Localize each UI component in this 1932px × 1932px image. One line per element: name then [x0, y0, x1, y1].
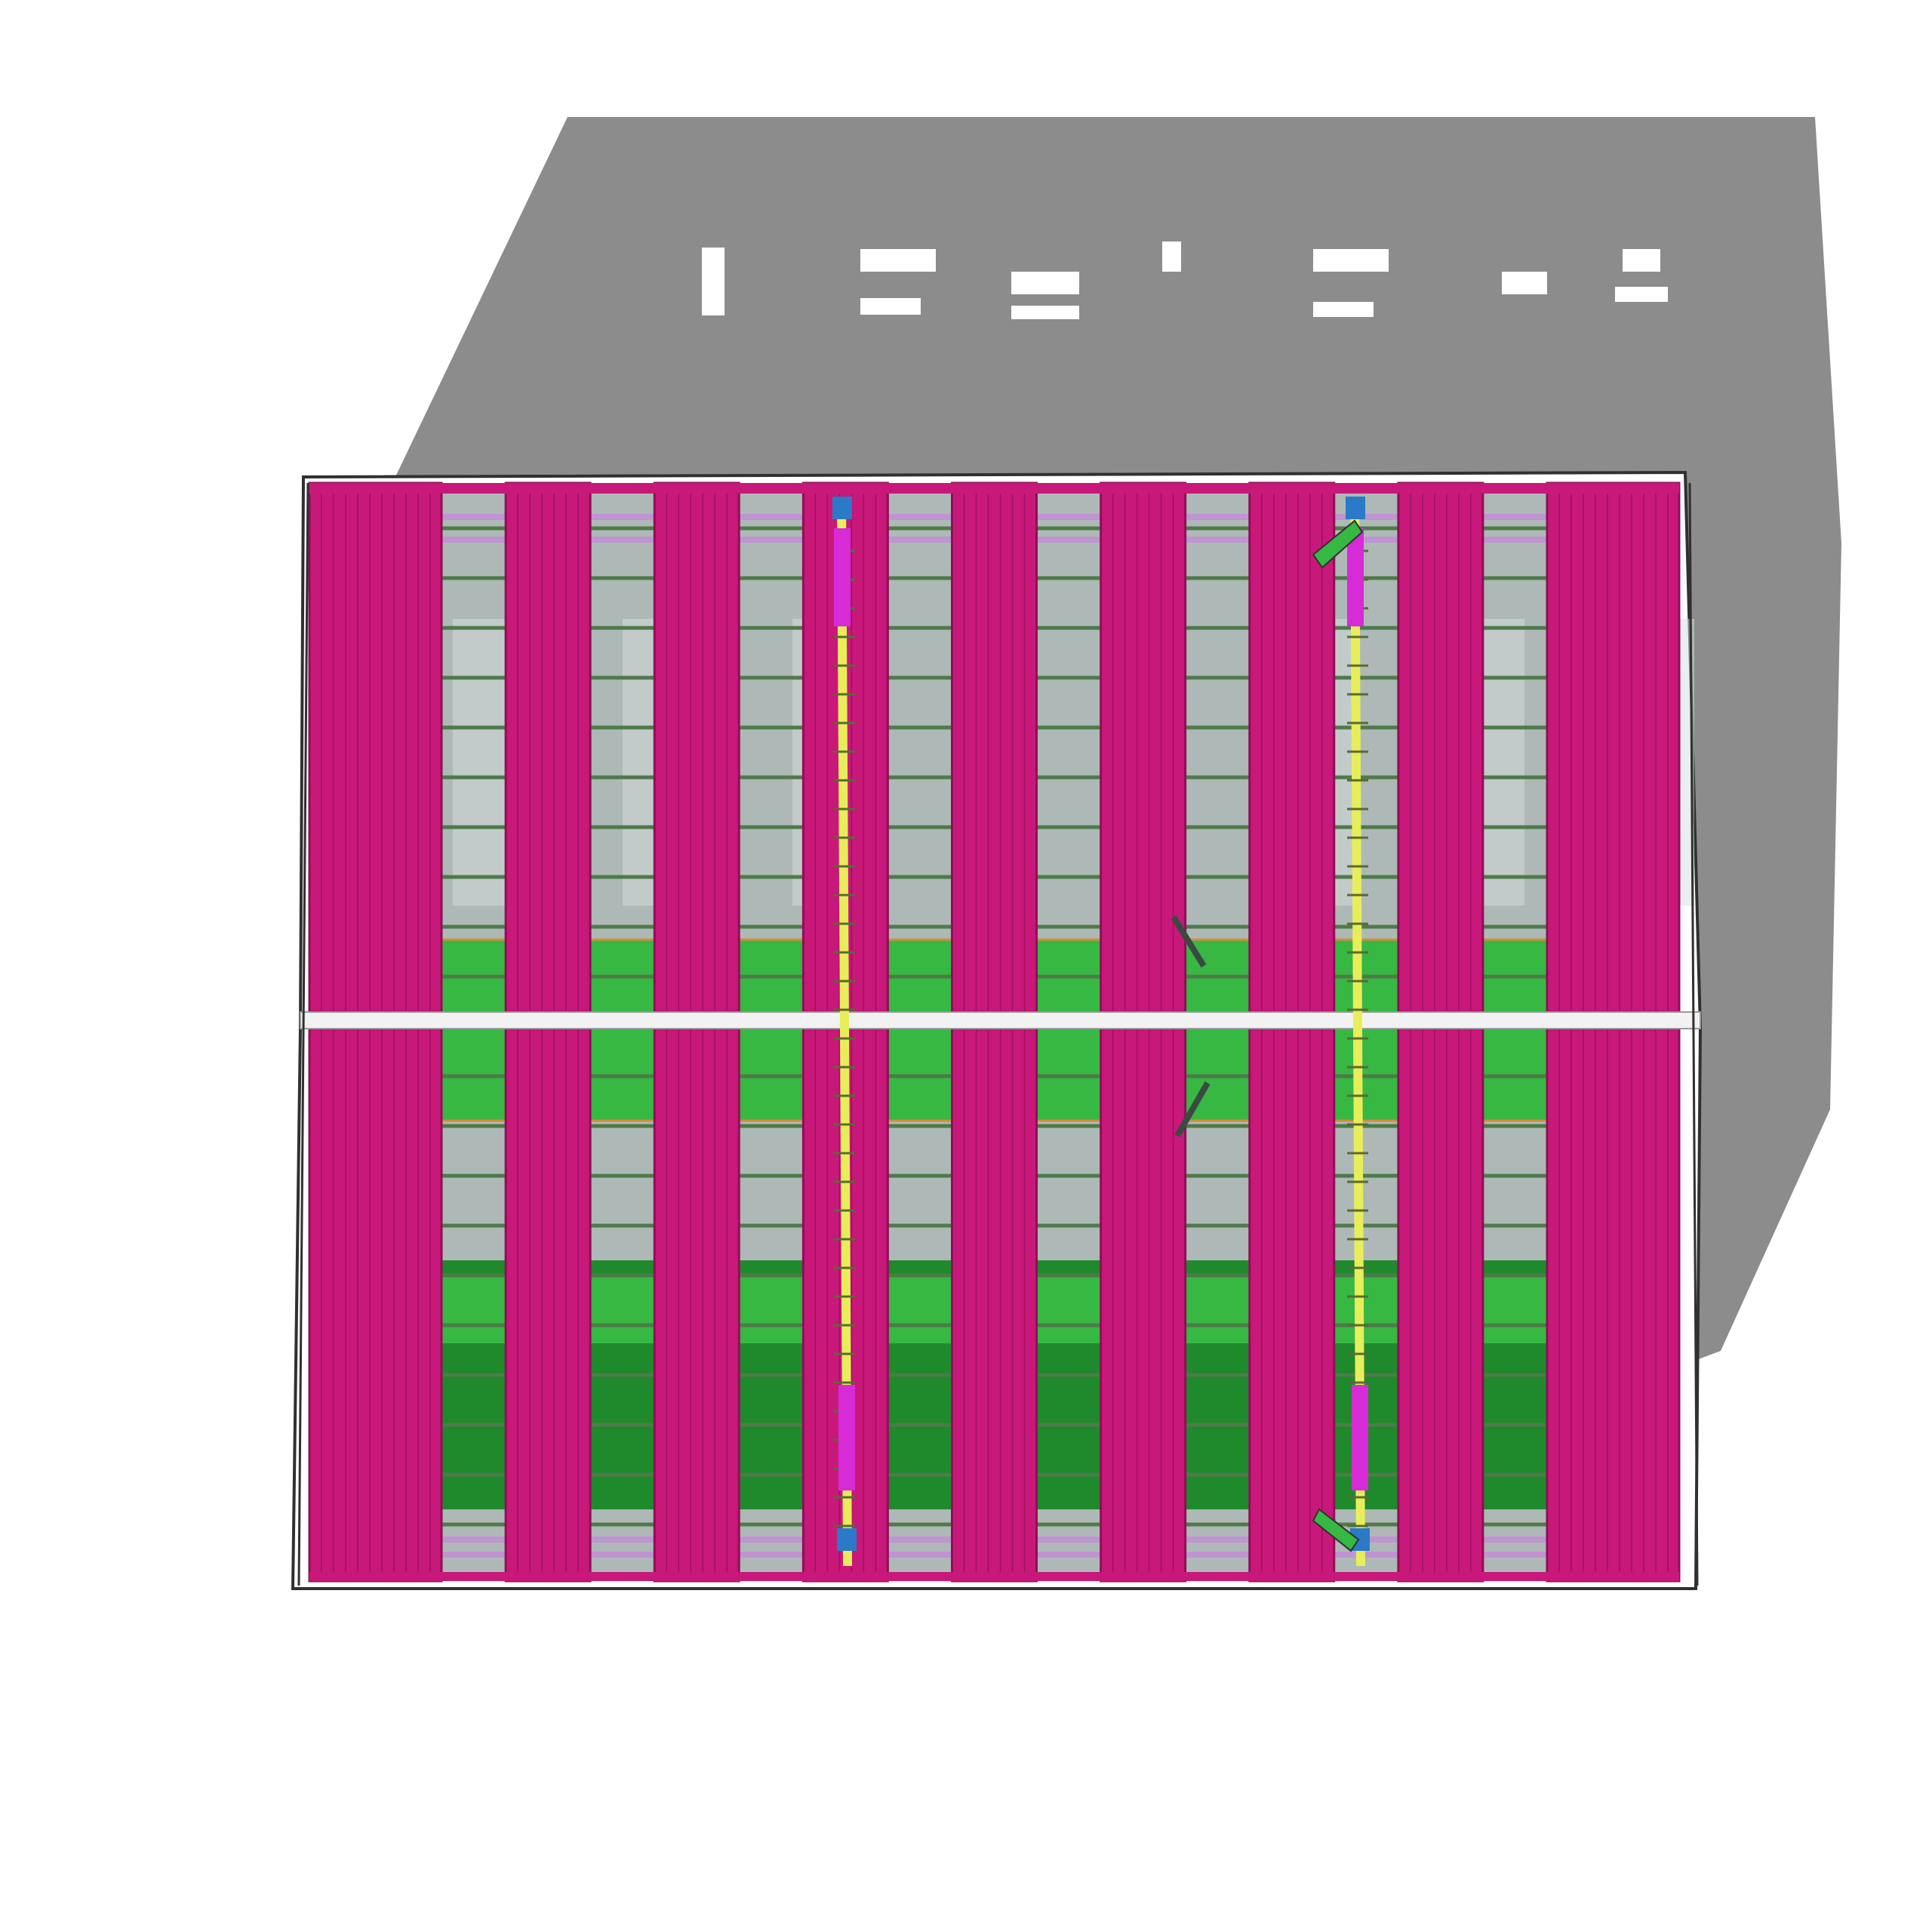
roof-edge-left [297, 482, 309, 1586]
roof-strip-8-lower [1397, 1027, 1484, 1583]
roof-plan [291, 470, 1703, 1590]
shadow-gap [860, 249, 936, 272]
roof-strip-1-lower [308, 1027, 443, 1583]
shadow-gap [1502, 272, 1547, 294]
brace-bracket-top [1312, 519, 1364, 569]
drainpipe-section-lower [1352, 1385, 1368, 1491]
drainpipe-section-lower [838, 1385, 855, 1491]
glass-highlight [453, 619, 506, 906]
roof-strip-5-upper [951, 481, 1038, 1014]
roof-fascia-top [309, 483, 1679, 494]
diagonal-member [1171, 915, 1207, 968]
roof-strip-7-upper [1248, 481, 1336, 1014]
roof-strip-6-upper [1100, 481, 1187, 1014]
shadow-gap [860, 298, 921, 315]
roof-strip-3-upper [653, 481, 740, 1014]
shadow-gap [1162, 242, 1181, 272]
brace-bracket-bottom [1312, 1508, 1360, 1552]
shadow-gap [702, 248, 724, 315]
roof-edge-right [1688, 482, 1699, 1586]
roof-strip-2-upper [504, 481, 592, 1014]
roof-strip-9-lower [1546, 1027, 1681, 1583]
shadow-gap [1623, 249, 1660, 272]
diagonal-member [1174, 1081, 1211, 1137]
roof-strip-7-lower [1248, 1027, 1336, 1583]
shadow-gap [1615, 287, 1668, 302]
roof-strip-5-lower [951, 1027, 1038, 1583]
roof-strip-6-lower [1100, 1027, 1187, 1583]
shadow-gap [1313, 249, 1389, 272]
roof-strip-1-upper [308, 481, 443, 1014]
roof-strip-9-upper [1546, 481, 1681, 1014]
roof-strip-3-lower [653, 1027, 740, 1583]
shadow-gap [1011, 272, 1079, 294]
roof-fascia-bottom [309, 1572, 1679, 1581]
drainpipe-fitting-bottom [837, 1528, 857, 1551]
roof-strip-8-upper [1397, 481, 1484, 1014]
roof-strip-2-lower [504, 1027, 592, 1583]
drainpipe-fitting-top [832, 497, 852, 519]
shadow-gap [1011, 306, 1079, 319]
roof-details [832, 497, 1370, 1567]
drainpipe-fitting-top [1346, 497, 1365, 519]
drainpipe-section-upper [834, 528, 851, 626]
roof-ridge [300, 1011, 1701, 1029]
shadow-gap [1313, 302, 1374, 317]
drainpipe-section-upper [1347, 528, 1364, 626]
